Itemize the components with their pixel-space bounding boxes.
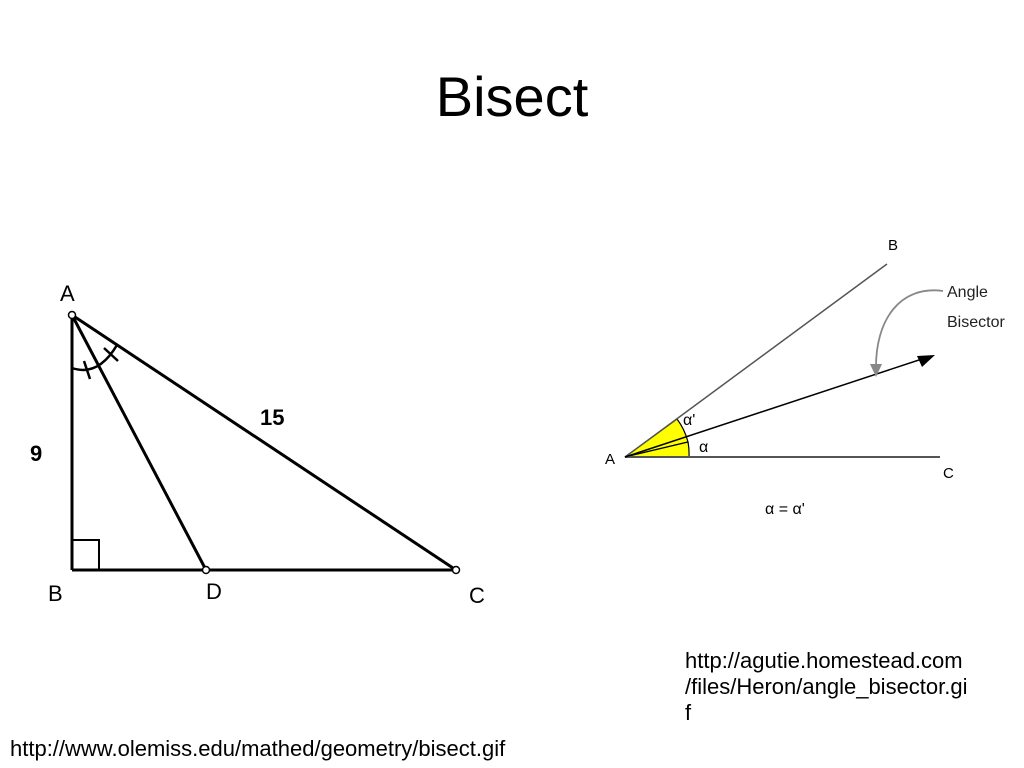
- vertex-a-dot: [67, 310, 77, 320]
- vertex-b-label: B: [48, 581, 63, 606]
- pointer-curve: [875, 289, 944, 371]
- angle-tick-2: [103, 347, 119, 362]
- left-figure-source-caption: http://www.olemiss.edu/mathed/geometry/b…: [10, 736, 506, 761]
- angle-arc: [71, 344, 119, 372]
- pointer-label-bisector: Bisector: [947, 314, 1005, 331]
- angle-bisector-diagram: B A C Angle Bisector α' α α = α': [605, 237, 1005, 518]
- bisector-ray: [624, 357, 926, 458]
- pointer-label-angle: Angle: [947, 284, 988, 301]
- vertex-c-label: C: [943, 465, 954, 482]
- side-ab-length: 9: [30, 441, 42, 466]
- vertex-d-dot: [201, 565, 211, 575]
- side-ac: [71, 313, 457, 572]
- angle-equation: α = α': [765, 501, 805, 518]
- vertex-c-label: C: [469, 583, 485, 608]
- ray-ab: [624, 263, 888, 458]
- caption-line: /files/Heron/angle_bisector.gi: [685, 674, 968, 699]
- angle-tick-1: [82, 360, 92, 380]
- right-figure-source-caption: http://agutie.homestead.com /files/Heron…: [685, 648, 1015, 726]
- triangle-bisector-diagram: A B D C 9 15: [30, 281, 485, 608]
- slide-title: Bisect: [435, 65, 589, 128]
- vertex-a-label: A: [605, 451, 615, 468]
- caption-line: http://agutie.homestead.com: [685, 648, 963, 673]
- vertex-b-label: B: [888, 237, 898, 254]
- side-ac-length: 15: [260, 405, 284, 430]
- bisector-arrowhead-icon: [917, 355, 935, 367]
- bisector-ad: [70, 314, 208, 571]
- angle-lower-label: α: [699, 439, 708, 456]
- vertex-c-dot: [451, 565, 461, 575]
- pointer-arrowhead-icon: [870, 364, 882, 377]
- caption-line: f: [685, 700, 692, 725]
- right-angle-mark: [72, 539, 100, 570]
- vertex-d-label: D: [206, 579, 222, 604]
- angle-upper-label: α': [683, 412, 695, 429]
- vertex-a-label: A: [60, 281, 75, 306]
